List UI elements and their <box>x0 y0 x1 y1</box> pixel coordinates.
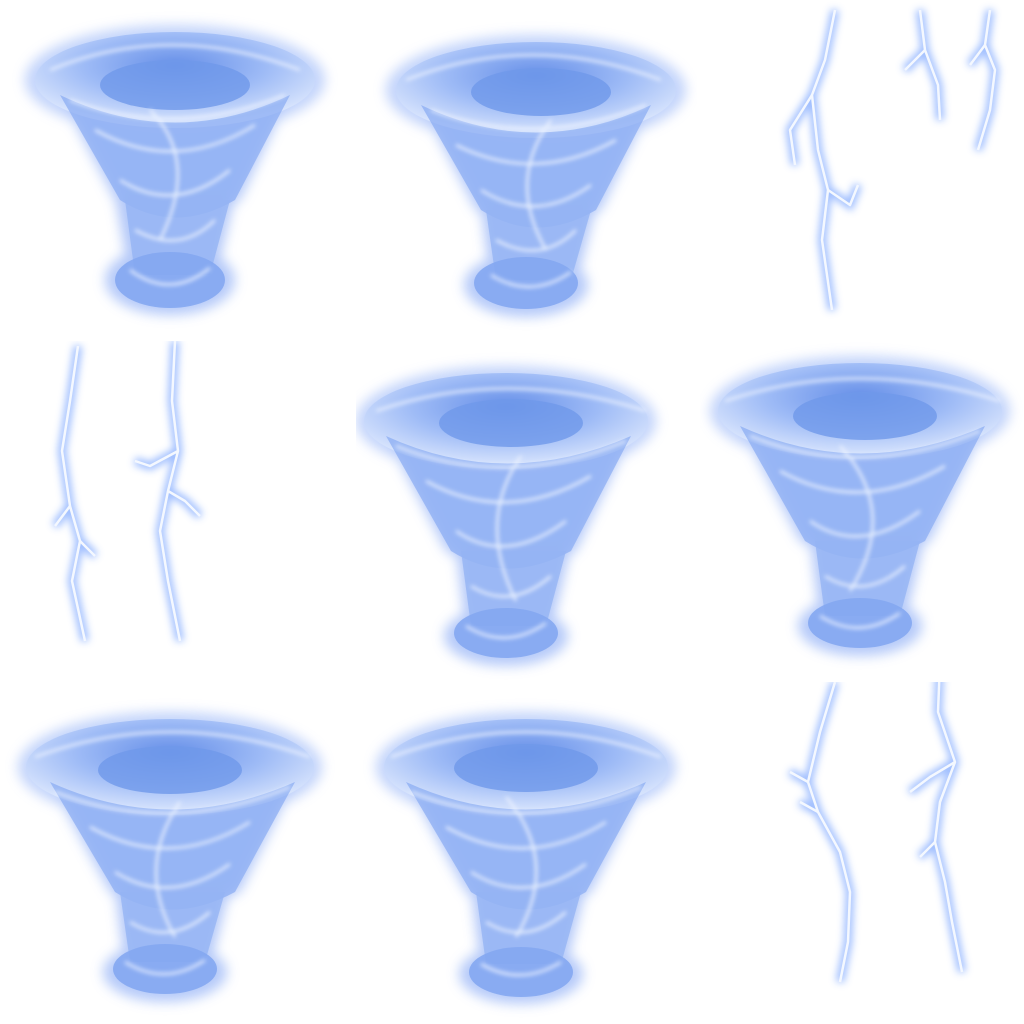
lightning-sprite-1 <box>700 0 1024 341</box>
tornado-icon <box>376 712 676 1004</box>
lightning-bolt-icon <box>785 9 1000 311</box>
tornado-icon <box>710 356 1010 656</box>
lightning-bolt-icon <box>51 341 203 642</box>
tornado-sprite-5 <box>0 682 341 1023</box>
tornado-icon <box>25 25 325 315</box>
tornado-sprite-4 <box>700 341 1024 682</box>
tornado-sprite-3 <box>356 341 697 682</box>
tornado-icon <box>356 366 656 666</box>
tornado-sprite-2 <box>356 0 697 341</box>
tornado-sprite-1 <box>0 0 341 341</box>
lightning-sprite-3 <box>700 682 1024 1023</box>
tornado-icon <box>18 712 322 1002</box>
tornado-sprite-6 <box>356 682 697 1023</box>
tornado-icon <box>386 35 686 317</box>
lightning-bolt-icon <box>788 682 966 983</box>
lightning-sprite-2 <box>0 341 341 682</box>
